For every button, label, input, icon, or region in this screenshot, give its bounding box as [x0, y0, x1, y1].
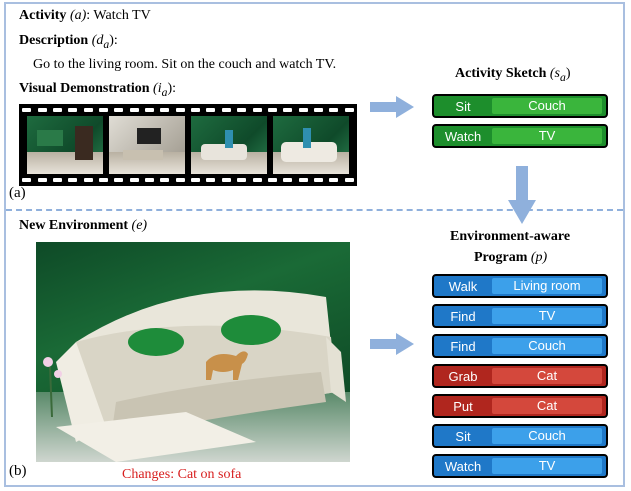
visual-demonstration-filmstrip [19, 104, 357, 186]
program-title-line2: Program (p) [474, 250, 547, 266]
program-symbol: (p) [530, 250, 548, 265]
program-step: Put Cat [432, 394, 608, 418]
film-frame-4 [273, 116, 349, 174]
program-title-line1: Environment-aware [450, 229, 571, 244]
arrow-right-icon [370, 96, 414, 118]
section-divider [6, 209, 623, 211]
step-argument: Living room [492, 278, 602, 294]
activity-value: : Watch TV [86, 8, 151, 23]
step-verb: Find [450, 308, 476, 324]
sketch-step: Sit Couch [432, 94, 608, 118]
sketch-step: Watch TV [432, 124, 608, 148]
visual-sym-tail: ): [167, 81, 176, 96]
step-argument: TV [492, 128, 602, 144]
sketch-sym-main: (s [549, 66, 561, 81]
program-step: Grab Cat [432, 364, 608, 388]
description-text: Go to the living room. Sit on the couch … [33, 57, 337, 72]
step-argument: Cat [492, 368, 602, 384]
description-sym-main: (d [91, 33, 104, 48]
step-argument: TV [492, 308, 602, 324]
description-symbol: (da): [91, 33, 118, 51]
description-label: Description [19, 33, 89, 48]
sketch-sym-sub: a [560, 70, 566, 84]
new-environment-image [36, 242, 350, 462]
step-verb: Find [450, 338, 476, 354]
step-verb: Sit [455, 98, 471, 114]
step-argument: Couch [492, 428, 602, 444]
program-title-text: Program [474, 250, 528, 265]
step-verb: Grab [448, 368, 478, 384]
sketch-title: Activity Sketch (sa) [455, 66, 571, 84]
environment-label: New Environment [19, 218, 129, 233]
activity-line: Activity (a): Watch TV [19, 8, 151, 24]
sketch-title-text: Activity Sketch [455, 66, 547, 81]
film-holes-top [19, 105, 357, 115]
environment-heading: New Environment (e) [19, 218, 147, 234]
program-step: Sit Couch [432, 424, 608, 448]
changes-caption: Changes: Cat on sofa [122, 467, 242, 482]
visual-heading: Visual Demonstration (ia): [19, 81, 176, 99]
arrow-down-icon [508, 166, 536, 224]
sketch-symbol: (sa) [549, 66, 571, 84]
film-frame-2 [109, 116, 185, 174]
visual-sym-main: (i [153, 81, 162, 96]
step-verb: Watch [444, 458, 482, 474]
program-step: Watch TV [432, 454, 608, 478]
step-argument: TV [492, 458, 602, 474]
visual-label: Visual Demonstration [19, 81, 150, 96]
sketch-sym-tail: ) [565, 66, 571, 81]
activity-symbol: (a) [69, 8, 87, 23]
visual-symbol: (ia): [153, 81, 176, 99]
step-argument: Cat [492, 398, 602, 414]
figure-frame [4, 2, 625, 487]
step-verb: Watch [444, 128, 482, 144]
film-holes-bottom [19, 175, 357, 185]
sofa-illustration [43, 290, 346, 462]
panel-label-a: (a) [9, 185, 26, 201]
step-argument: Couch [492, 98, 602, 114]
description-sym-tail: ): [109, 33, 118, 48]
panel-label-b: (b) [9, 463, 27, 479]
step-argument: Couch [492, 338, 602, 354]
description-sym-sub: a [103, 37, 110, 51]
film-frame-1 [27, 116, 103, 174]
environment-symbol: (e) [131, 218, 148, 233]
step-verb: Put [453, 398, 473, 414]
program-step: Find Couch [432, 334, 608, 358]
description-heading: Description (da): [19, 33, 118, 51]
film-frame-3 [191, 116, 267, 174]
program-step: Find TV [432, 304, 608, 328]
program-step: Walk Living room [432, 274, 608, 298]
step-verb: Walk [448, 278, 478, 294]
step-verb: Sit [455, 428, 471, 444]
arrow-right-icon [370, 333, 414, 355]
visual-sym-sub: a [161, 85, 168, 99]
activity-label: Activity [19, 8, 67, 23]
